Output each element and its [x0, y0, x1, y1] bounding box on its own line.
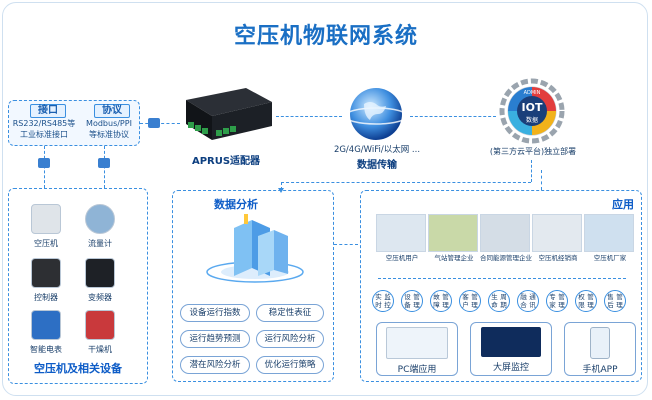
transmission-networks: 2G/4G/WiFi/以太网 ...: [333, 145, 421, 155]
device-label: 智能电表: [30, 345, 62, 354]
user-photo: [584, 214, 634, 252]
application-title: 应用: [612, 198, 634, 211]
platform-down-link: [531, 160, 532, 182]
devices-title: 空压机及相关设备: [34, 362, 122, 375]
analysis-item: 设备运行指数: [180, 304, 250, 322]
flowmeter-icon: [85, 204, 115, 234]
air-compressor-icon: [31, 204, 61, 234]
user-label: 空压机经销商: [538, 254, 578, 262]
function-realtime-monitor: 实时监控: [372, 290, 394, 312]
function-permission-mgmt: 权限管理: [575, 290, 597, 312]
iot-sub: 数据: [525, 117, 538, 124]
analysis-item: 稳定性表征: [256, 304, 324, 322]
iface-gateway-link: [140, 123, 180, 124]
user-card-station-manager: 气站管理企业: [428, 214, 480, 262]
connector-icon: [148, 118, 160, 128]
analysis-up-link: [281, 182, 282, 190]
device-item-flowmeter: 流量计: [70, 204, 130, 249]
platform-caption: (第三方云平台)独立部署: [489, 147, 577, 156]
device-item-inverter: 变频器: [70, 258, 130, 303]
analysis-item: 运行风险分析: [256, 330, 324, 348]
analysis-item: 运行趋势预测: [180, 330, 250, 348]
port-title: 接口: [30, 104, 66, 118]
outer-frame: [2, 2, 648, 396]
user-label: 气站管理企业: [434, 254, 474, 262]
big-screen-icon: [481, 327, 541, 357]
analysis-item: 优化运行策略: [256, 356, 324, 374]
globe-platform-link: [410, 116, 496, 117]
user-label: 空压机厂家: [593, 254, 627, 262]
user-label: 空压机用户: [385, 254, 419, 262]
device-label: 控制器: [34, 293, 58, 302]
gateway-globe-link: [276, 116, 342, 117]
device-item-air-compressor: 空压机: [16, 204, 76, 249]
iot-platform-icon: [496, 78, 568, 144]
function-lifecycle: 生命周期: [488, 290, 510, 312]
endpoint-label: 大屏监控: [492, 363, 529, 373]
analysis-title: 数据分析: [214, 198, 258, 211]
analysis-app-link: [334, 244, 358, 245]
smart-meter-icon: [31, 310, 61, 340]
function-fusion-comm: 融合通讯: [517, 290, 539, 312]
connector-icon: [98, 158, 110, 168]
pc-screen-icon: [386, 327, 448, 359]
inverter-icon: [85, 258, 115, 288]
globe-icon: [344, 82, 408, 146]
function-fault-mgmt: 故障管理: [430, 290, 452, 312]
user-card-manufacturer: 空压机厂家: [584, 214, 636, 262]
device-label: 空压机: [34, 239, 58, 248]
endpoint-big-screen: 大屏监控: [470, 322, 552, 376]
protocol-title: 协议: [94, 104, 130, 118]
device-item-controller: 控制器: [16, 258, 76, 303]
gateway-device-icon: [176, 80, 276, 146]
user-card-dealer: 空压机经销商: [532, 214, 584, 262]
platform-analysis-link: [281, 182, 531, 183]
data-server-icon: [200, 210, 310, 284]
dryer-icon: [85, 310, 115, 340]
device-label: 干燥机: [88, 345, 112, 354]
endpoint-pc: PC端应用: [376, 322, 458, 376]
protocol-line2: 等标准协议: [89, 130, 129, 139]
analysis-panel: [172, 190, 334, 382]
gateway-label: APRUS适配器: [191, 156, 261, 167]
user-label: 合同能源管理企业: [480, 254, 532, 262]
page-title: 空压机物联网系统: [233, 24, 418, 49]
protocol-line1: Modbus/PPI: [86, 119, 132, 128]
user-photo: [376, 214, 426, 252]
device-label: 流量计: [88, 239, 112, 248]
endpoint-label: 手机APP: [582, 365, 618, 375]
connector-icon: [38, 158, 50, 168]
device-item-smart-meter: 智能电表: [16, 310, 76, 355]
phone-icon: [590, 327, 610, 359]
application-panel: [360, 190, 642, 382]
device-label: 变频器: [88, 293, 112, 302]
user-photo: [532, 214, 582, 252]
platform-app-link: [541, 170, 542, 190]
iot-top: ADMIN: [523, 90, 541, 96]
port-line2: 工业标准接口: [20, 130, 68, 139]
endpoint-label: PC端应用: [397, 365, 437, 375]
device-item-dryer: 干燥机: [70, 310, 130, 355]
transmission-label: 数据传输: [357, 160, 397, 171]
user-card-energy-company: 合同能源管理企业: [480, 214, 532, 262]
iot-center: IOT: [521, 101, 543, 114]
user-photo: [480, 214, 530, 252]
function-expert-mgmt: 专家管理: [546, 290, 568, 312]
endpoint-mobile: 手机APP: [564, 322, 636, 376]
analysis-item: 潜在风险分析: [180, 356, 250, 374]
user-photo: [428, 214, 478, 252]
function-aftersales-mgmt: 售后管理: [604, 290, 626, 312]
function-bus: [378, 278, 626, 279]
function-device-mgmt: 设备管理: [401, 290, 423, 312]
function-customer-mgmt: 客户管理: [459, 290, 481, 312]
port-line1: RS232/RS485等: [12, 119, 76, 128]
user-card-air-compressor-user: 空压机用户: [376, 214, 428, 262]
controller-icon: [31, 258, 61, 288]
